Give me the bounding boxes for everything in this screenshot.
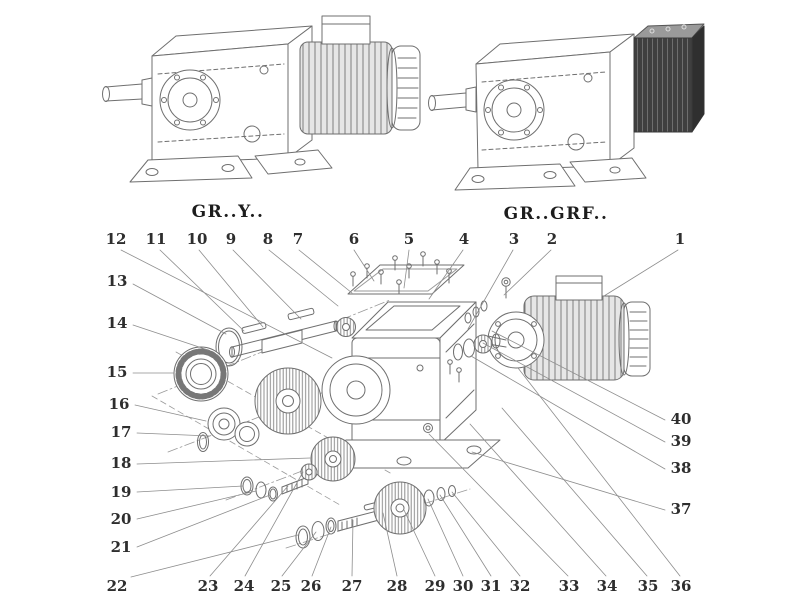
- callout-14: 14: [106, 314, 128, 332]
- callout-11: 11: [145, 230, 167, 248]
- callout-39: 39: [670, 432, 692, 450]
- callout-27: 27: [341, 577, 363, 595]
- small-washers-and-pinion: [240, 463, 318, 502]
- callout-24: 24: [233, 577, 255, 595]
- callout-19: 19: [110, 483, 132, 501]
- eye-bolt: [501, 277, 511, 299]
- callout-3: 3: [508, 230, 520, 248]
- callout-18: 18: [110, 454, 132, 472]
- callout-16: 16: [108, 395, 130, 413]
- callout-2: 2: [546, 230, 558, 248]
- callout-4: 4: [458, 230, 470, 248]
- callout-22: 22: [106, 577, 128, 595]
- assembled-view-gr-grf: [428, 23, 705, 191]
- callout-7: 7: [292, 230, 304, 248]
- callout-33: 33: [558, 577, 580, 595]
- callout-30: 30: [452, 577, 474, 595]
- intermediate-gear: [310, 436, 356, 482]
- gear-housing: [313, 301, 501, 469]
- callout-34: 34: [596, 577, 618, 595]
- callout-36: 36: [670, 577, 692, 595]
- callout-28: 28: [386, 577, 408, 595]
- callout-35: 35: [637, 577, 659, 595]
- callout-31: 31: [480, 577, 502, 595]
- large-gear: [254, 367, 322, 435]
- callout-15: 15: [106, 363, 128, 381]
- callout-6: 6: [348, 230, 360, 248]
- callout-21: 21: [110, 538, 132, 556]
- callout-8: 8: [262, 230, 274, 248]
- output-shaft-assembly: [295, 481, 456, 549]
- callout-5: 5: [403, 230, 415, 248]
- exploded-view: [120, 249, 681, 578]
- callout-17: 17: [110, 423, 132, 441]
- bearings: [197, 407, 260, 452]
- callout-37: 37: [670, 500, 692, 518]
- callout-32: 32: [509, 577, 531, 595]
- callout-9: 9: [225, 230, 237, 248]
- callout-26: 26: [300, 577, 322, 595]
- callout-29: 29: [424, 577, 446, 595]
- callout-38: 38: [670, 459, 692, 477]
- model-label-gr-grf: GR..GRF..: [503, 204, 609, 224]
- callout-40: 40: [670, 410, 692, 428]
- callout-23: 23: [197, 577, 219, 595]
- callout-12: 12: [105, 230, 127, 248]
- leader-lines: [120, 249, 681, 578]
- callout-20: 20: [110, 510, 132, 528]
- ring-and-toothed-wheel: [173, 327, 243, 402]
- assembled-view-gr-y: [102, 15, 421, 183]
- model-label-gr-y: GR..Y..: [191, 202, 265, 222]
- callout-10: 10: [186, 230, 208, 248]
- callout-13: 13: [106, 272, 128, 290]
- callout-25: 25: [270, 577, 292, 595]
- input-shaft-assembly: [229, 307, 356, 358]
- screws: [350, 251, 452, 295]
- motor: [487, 275, 651, 381]
- callout-1: 1: [674, 230, 686, 248]
- cover-plate-and-bolts: [347, 251, 511, 299]
